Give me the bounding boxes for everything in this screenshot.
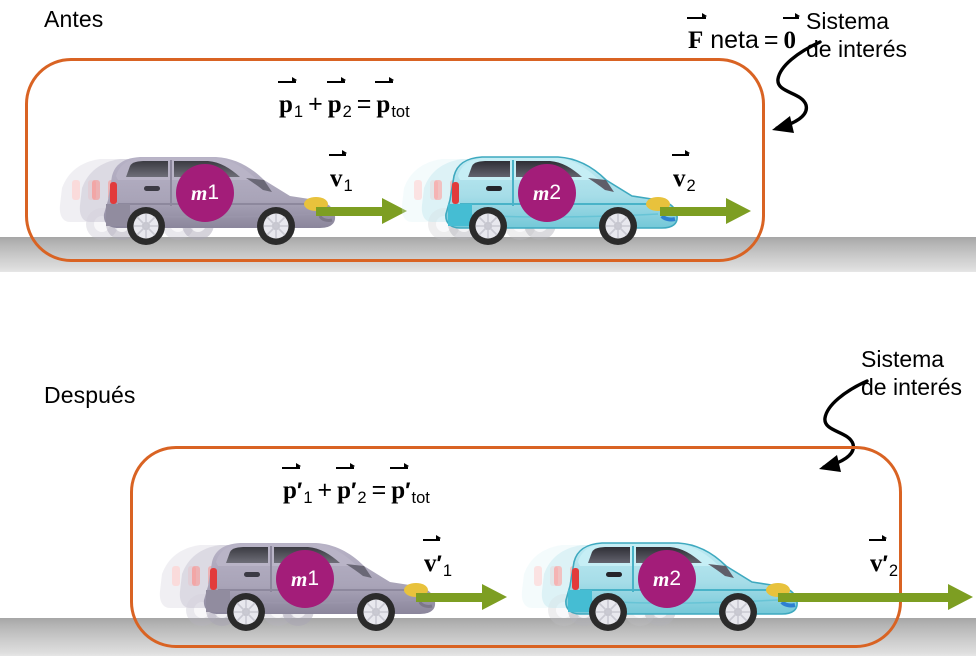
velocity-label-v1-before: v1 (329, 150, 353, 196)
p2-prime-mark: ′ (351, 478, 357, 503)
ptot-vector: p (375, 77, 395, 118)
system-callout-before-line1: Sistema (806, 8, 890, 34)
p1-subscript: 1 (293, 103, 304, 122)
p1-prime-subscript: 1 (303, 489, 313, 508)
mass-number: 1 (307, 567, 320, 590)
system-callout-after: Sistema de interés (861, 345, 962, 401)
mass-number: 1 (207, 181, 220, 204)
force-neta-word: neta (710, 26, 759, 54)
v1-prime-vector-symbol: v (423, 535, 440, 577)
mass-symbol: m (190, 180, 208, 205)
panel-label-before: Antes (44, 6, 104, 32)
p1-vector: p (278, 77, 297, 118)
v2-subscript: 2 (686, 177, 696, 196)
equals-sign: = (371, 476, 387, 504)
ptot-prime-subscript: tot (411, 489, 430, 508)
system-callout-arrow-after (805, 375, 881, 480)
velocity-label-v2-after: v′2 (869, 535, 899, 581)
p2-vector: p (326, 77, 346, 118)
v2-vector-symbol: v (672, 150, 689, 192)
v2-prime-subscript: 2 (888, 562, 899, 581)
system-boundary-before (25, 58, 765, 262)
p2-prime-vector: p (336, 463, 355, 504)
equals-sign: = (356, 90, 372, 118)
net-force-equation: F neta=0 (686, 13, 800, 54)
v1-vector-symbol: v (329, 150, 346, 192)
system-boundary-after (130, 446, 902, 648)
momentum-equation-after: p′1+p′2=p′tot (282, 463, 430, 508)
v2-prime-mark: ′ (882, 551, 888, 576)
plus-sign: + (308, 90, 323, 118)
p2-prime-subscript: 2 (357, 489, 367, 508)
system-callout-arrow-before (758, 36, 834, 141)
plus-sign: + (317, 476, 333, 504)
zero-vector-symbol: 0 (782, 13, 800, 54)
v1-subscript: 1 (343, 177, 353, 196)
system-callout-before-line2: de interés (806, 36, 908, 62)
ptot-subscript: tot (391, 103, 410, 122)
v1-prime-subscript: 1 (442, 562, 453, 581)
system-callout-after-line2: de interés (861, 374, 963, 400)
ptot-prime-mark: ′ (405, 478, 411, 503)
system-callout-before: Sistema de interés (806, 7, 907, 63)
panel-label-after: Después (44, 382, 136, 408)
velocity-label-v2-before: v2 (672, 150, 696, 196)
p1-prime-mark: ′ (296, 478, 303, 503)
mass-number: 2 (669, 567, 682, 590)
mass-number: 2 (549, 181, 562, 204)
v1-prime-mark: ′ (436, 551, 442, 576)
v2-prime-vector-symbol: v (869, 535, 886, 577)
p2-subscript: 2 (342, 103, 352, 122)
force-equals-sign: = (763, 26, 779, 54)
force-vector-symbol: F (686, 13, 708, 54)
mass-symbol: m (290, 566, 308, 591)
system-callout-after-line1: Sistema (861, 346, 945, 372)
mass-symbol: m (532, 180, 550, 205)
velocity-label-v1-after: v′1 (423, 535, 453, 581)
p1-prime-vector: p (282, 463, 301, 504)
ptot-prime-vector: p (390, 463, 410, 504)
mass-symbol: m (652, 566, 670, 591)
momentum-equation-before: p1+p2=ptot (278, 77, 410, 122)
